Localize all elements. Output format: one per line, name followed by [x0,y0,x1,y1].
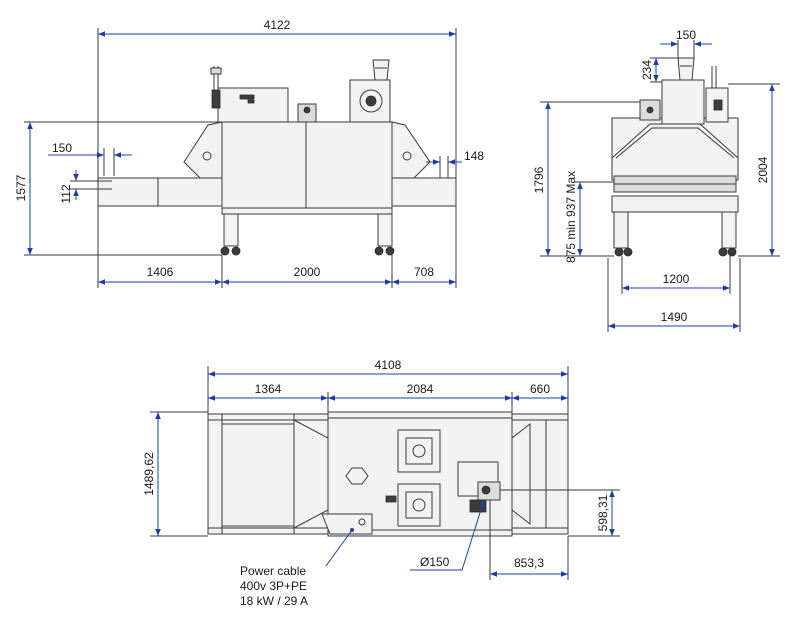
top-view-dimensions: 4108 1364 2084 660 1489,62 598,31 853,3 … [142,358,620,580]
dim-top-exhaust-offset-y: 598,31 [596,494,610,531]
front-right-conveyor [391,177,457,207]
front-wheel-2 [231,246,241,256]
power-cable-note: Power cable 400v 3P+PE 18 kW / 29 A [240,564,308,608]
dim-front-1406: 1406 [147,265,174,279]
front-right-hood [391,121,431,179]
front-view [97,59,457,256]
power-note-line1: Power cable [240,564,306,578]
dim-front-708: 708 [414,265,434,279]
dim-side-1796: 1796 [532,166,546,193]
dim-front-148: 148 [464,149,484,163]
front-right-leg [377,213,393,247]
dim-side-exhaust-height: 234 [640,60,654,80]
side-wheel-1 [614,247,624,257]
front-exhaust-chimney [372,59,390,81]
front-control-box [217,87,289,123]
top-right-conveyor [511,413,569,535]
side-wheel-2 [623,247,633,257]
top-fan-housing [345,467,369,485]
power-note-line3: 18 kW / 29 A [240,594,308,608]
dim-top-1364: 1364 [255,382,282,396]
dim-top-exhaust-diameter: Ø150 [420,555,450,569]
side-exhaust-chimney [677,57,695,81]
dim-top-exhaust-offset-x: 853,3 [514,556,544,570]
dim-top-2084: 2084 [407,382,434,396]
dim-top-660: 660 [530,382,550,396]
dim-top-total-length: 4108 [375,358,402,372]
front-wheel-4 [385,246,395,256]
side-wheel-4 [727,247,737,257]
dim-side-1200: 1200 [663,272,690,286]
dim-front-112: 112 [59,184,73,203]
front-main-body [221,121,393,209]
dim-front-2000: 2000 [294,265,321,279]
dim-front-150: 150 [52,141,72,155]
dim-top-width: 1489,62 [142,452,156,496]
front-view-dimensions: 4122 1577 150 112 148 1406 2000 708 [14,18,484,288]
side-lower-body [611,195,739,213]
side-view-dimensions: 150 234 1796 875 min 937 Max 2004 1200 1… [532,28,780,332]
power-note-line2: 400v 3P+PE [240,579,307,593]
top-heater-module-2 [397,483,441,527]
dim-side-2004: 2004 [756,156,770,183]
front-left-leg [223,213,239,247]
dim-front-height: 1577 [14,174,28,201]
front-wheel-1 [220,246,230,256]
top-view [207,411,569,537]
side-right-leg [721,211,737,249]
side-view [611,57,739,257]
front-base [221,207,393,215]
top-heater-module-1 [397,429,441,473]
dim-front-total-length: 4122 [264,18,291,32]
front-left-hood [183,121,223,179]
dim-side-1490: 1490 [661,310,688,324]
side-wheel-3 [718,247,728,257]
front-wheel-3 [374,246,384,256]
side-exhaust-box [661,79,705,125]
dim-side-conveyor-height: 875 min 937 Max [564,171,578,263]
front-left-conveyor [97,177,223,207]
side-left-leg [613,211,629,249]
dim-side-exhaust-width: 150 [676,28,696,42]
